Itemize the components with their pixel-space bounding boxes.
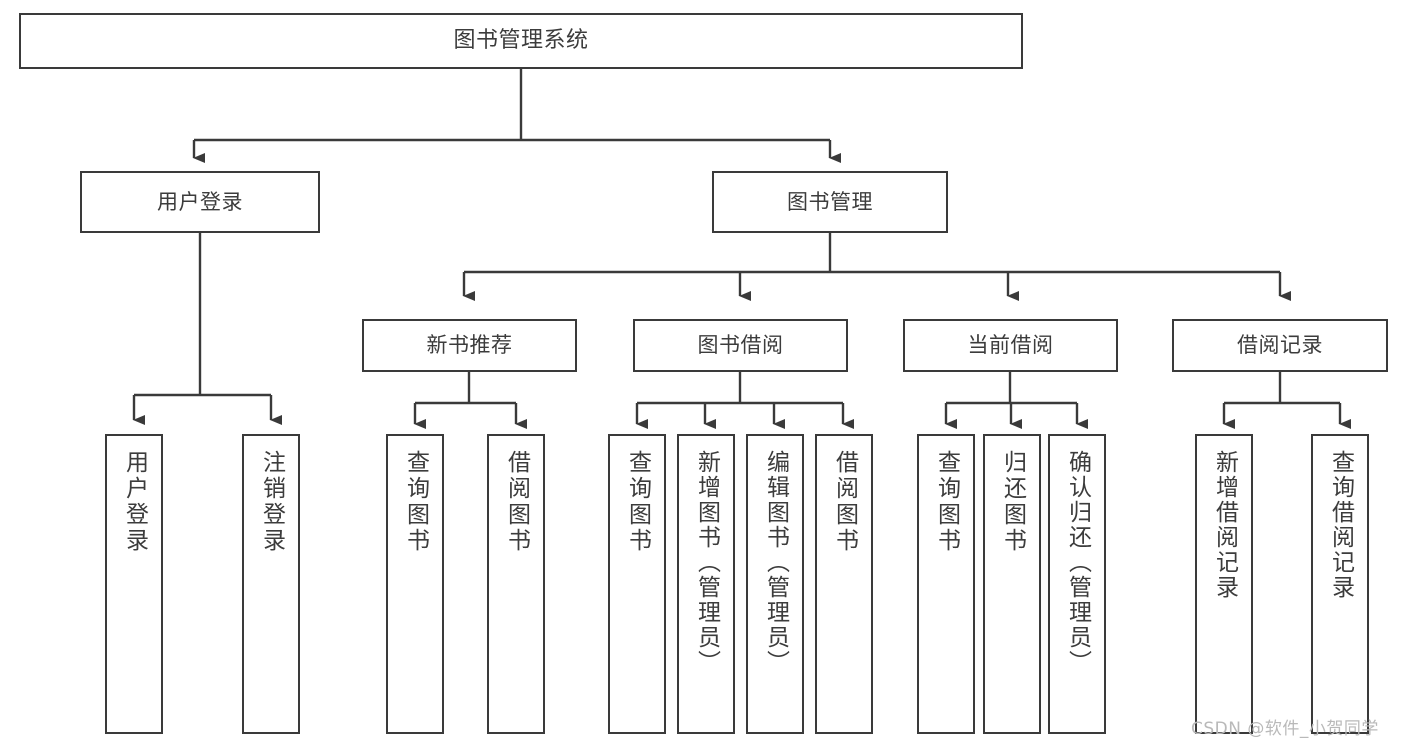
node-label: 新书推荐 [426, 333, 513, 358]
node-label: 图书借阅 [697, 333, 784, 358]
node-label: 查询图书 [624, 450, 651, 554]
node-current-borrowing[interactable]: 当前借阅 [903, 319, 1118, 372]
leaf-borrow-books-new-recommendation[interactable]: 借阅图书 [487, 434, 545, 734]
node-label: 编辑图书（管理员） [762, 450, 789, 675]
leaf-return-books[interactable]: 归还图书 [983, 434, 1041, 734]
leaf-confirm-return-admin[interactable]: 确认归还（管理员） [1048, 434, 1106, 734]
node-label: 归还图书 [999, 450, 1026, 554]
leaf-edit-book-admin[interactable]: 编辑图书（管理员） [746, 434, 804, 734]
node-label: 用户登录 [157, 189, 243, 214]
leaf-add-borrowing-record[interactable]: 新增借阅记录 [1195, 434, 1253, 734]
node-label: 借阅图书 [831, 450, 858, 554]
leaf-query-books-new-recommendation[interactable]: 查询图书 [386, 434, 444, 734]
leaf-query-books-borrowing[interactable]: 查询图书 [608, 434, 666, 734]
node-book-borrowing[interactable]: 图书借阅 [633, 319, 848, 372]
node-label: 新增借阅记录 [1211, 450, 1238, 600]
leaf-query-books-current[interactable]: 查询图书 [917, 434, 975, 734]
leaf-user-login[interactable]: 用户登录 [105, 434, 163, 734]
leaf-add-book-admin[interactable]: 新增图书（管理员） [677, 434, 735, 734]
node-label: 确认归还（管理员） [1064, 450, 1091, 675]
leaf-logout[interactable]: 注销登录 [242, 434, 300, 734]
node-label: 查询图书 [402, 450, 429, 554]
leaf-query-borrowing-record[interactable]: 查询借阅记录 [1311, 434, 1369, 734]
node-label: 借阅图书 [503, 450, 530, 554]
node-borrowing-records[interactable]: 借阅记录 [1172, 319, 1388, 372]
node-label: 当前借阅 [967, 333, 1054, 358]
node-label: 图书管理 [787, 189, 873, 214]
node-label: 查询借阅记录 [1327, 450, 1354, 600]
node-label: 新增图书（管理员） [693, 450, 720, 675]
node-user-login[interactable]: 用户登录 [80, 171, 320, 233]
leaf-borrow-books-borrowing[interactable]: 借阅图书 [815, 434, 873, 734]
node-book-management[interactable]: 图书管理 [712, 171, 948, 233]
node-label: 借阅记录 [1237, 333, 1323, 358]
node-root-book-management-system[interactable]: 图书管理系统 [19, 13, 1023, 69]
node-label: 用户登录 [121, 450, 148, 554]
node-label: 图书管理系统 [453, 28, 589, 54]
node-new-book-recommendation[interactable]: 新书推荐 [362, 319, 577, 372]
node-label: 查询图书 [933, 450, 960, 554]
node-label: 注销登录 [258, 450, 285, 554]
